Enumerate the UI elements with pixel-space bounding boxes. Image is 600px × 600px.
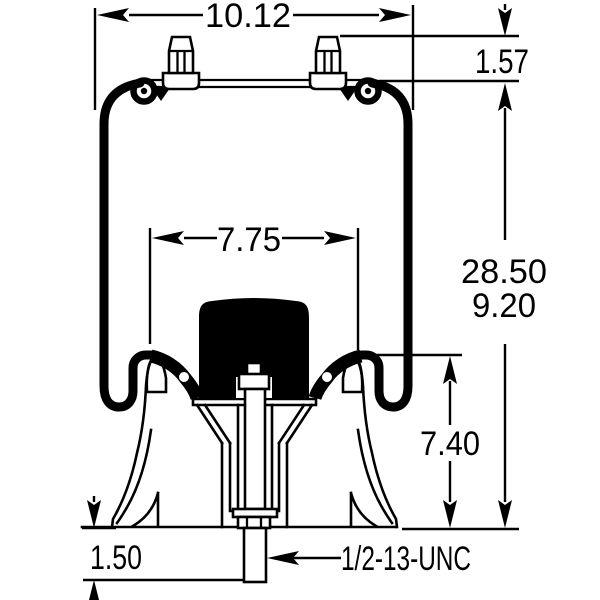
mounting-stud-left [161, 35, 201, 91]
dim-top-width-label: 10.12 [205, 0, 291, 35]
shoulder-braces [195, 403, 314, 445]
leader-arrowhead [267, 551, 299, 565]
stud-thread-lines [169, 49, 193, 73]
bellows-wall-left [99, 78, 156, 412]
bolt-cap [237, 372, 271, 391]
dim-top-width: 10.12 [93, 0, 415, 110]
extension-lines [93, 5, 415, 110]
dim-stud-protrusion: 1.50 [82, 496, 244, 600]
hex-nut [236, 515, 272, 530]
bead-roll-left-center [140, 87, 148, 95]
center-bolt-assembly [231, 361, 279, 584]
arrowhead-up [498, 83, 512, 111]
arrowhead-right [324, 231, 356, 245]
bellows-wall-right [356, 78, 413, 412]
arrowhead-down [498, 500, 512, 528]
stud-body [167, 35, 195, 75]
stud-thread-lines [316, 49, 340, 73]
clamp-hole-left [179, 372, 189, 382]
clamp-hole-right [322, 372, 332, 382]
piston [199, 298, 309, 398]
dim-stud-protrusion-label: 1.50 [90, 539, 142, 577]
dim-pedestal-height: 7.40 [372, 353, 519, 531]
mounting-stud-right [308, 35, 348, 91]
dim-piston-width-label: 7.75 [217, 221, 281, 259]
dim-stud-height: 1.57 [340, 4, 529, 83]
bell-outer-wall-left [110, 355, 156, 529]
arrowhead-down [443, 500, 457, 528]
stud-body [314, 35, 342, 75]
bellows-wedge-right [339, 88, 357, 101]
gusset-left [131, 491, 160, 528]
stud-flange [161, 71, 201, 91]
gusset-right [349, 491, 378, 528]
bolt-shaft [243, 387, 267, 511]
hex-nut-facets [245, 517, 263, 528]
arrowhead-left [152, 231, 184, 245]
dim-stud-height-label: 1.57 [475, 43, 529, 81]
dim-pedestal-height-label: 7.40 [420, 425, 480, 463]
reference-lines [340, 34, 519, 83]
thread-callout: 1/2-13-UNC [267, 540, 471, 578]
bellows [99, 78, 413, 412]
arrowhead-right [379, 8, 411, 22]
bell-inner-wall-right [356, 428, 394, 525]
dim-min-height-label: 9.20 [472, 287, 536, 325]
dim-piston-width: 7.75 [148, 221, 360, 350]
bell-outer-wall-right [353, 355, 399, 529]
stud-flange [308, 71, 348, 91]
arrowhead-up [443, 356, 457, 384]
dim-overall-height: 28.50 9.20 [461, 83, 547, 528]
arrowhead-down [87, 500, 101, 528]
arrowhead-down [498, 8, 512, 36]
bottom-threaded-stud [242, 526, 268, 584]
bell-inner-wall-left [115, 428, 153, 525]
arrowhead-up [89, 580, 99, 600]
extension-lines [148, 228, 360, 350]
thread-spec-label: 1/2-13-UNC [341, 540, 471, 578]
dim-max-height-label: 28.50 [461, 253, 547, 291]
arrowhead-left [97, 8, 129, 22]
bead-roll-right-center [364, 87, 372, 95]
